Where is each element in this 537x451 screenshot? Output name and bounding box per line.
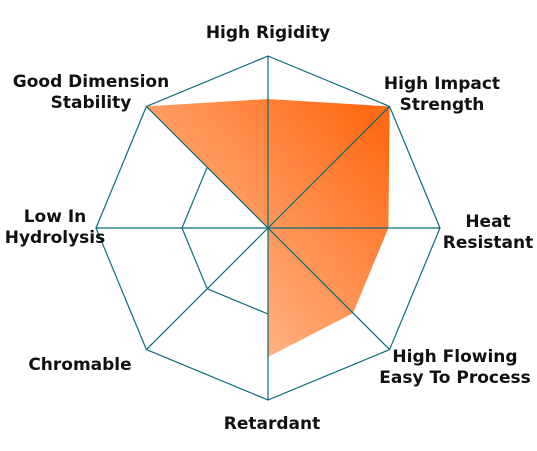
axis-label-line: Stability (51, 93, 132, 113)
axis-label-line: Heat (465, 212, 510, 232)
axis-label-line: Hydrolysis (5, 228, 106, 248)
axis-label-line: High Flowing (392, 347, 517, 367)
axis-label-line: High Impact (384, 74, 500, 94)
axis-label-0: High Rigidity (206, 23, 330, 43)
axis-label-line: High Rigidity (206, 23, 330, 43)
axis-label-line: Retardant (224, 414, 320, 434)
spoke-1 (267, 105, 391, 229)
spoke-7 (145, 105, 269, 229)
spoke-5 (145, 227, 269, 351)
axis-label-line: Chromable (28, 355, 131, 375)
axis-label-line: Good Dimension (13, 72, 169, 92)
axis-label-line: Easy To Process (379, 368, 531, 388)
axis-label-4: Retardant (224, 414, 320, 434)
spoke-3 (267, 227, 391, 351)
axis-label-line: Low In (24, 207, 87, 227)
radar-spokes (96, 56, 440, 400)
axis-label-line: Resistant (443, 233, 534, 253)
axis-label-5: Chromable (28, 355, 131, 375)
axis-label-line: Strength (400, 95, 485, 115)
